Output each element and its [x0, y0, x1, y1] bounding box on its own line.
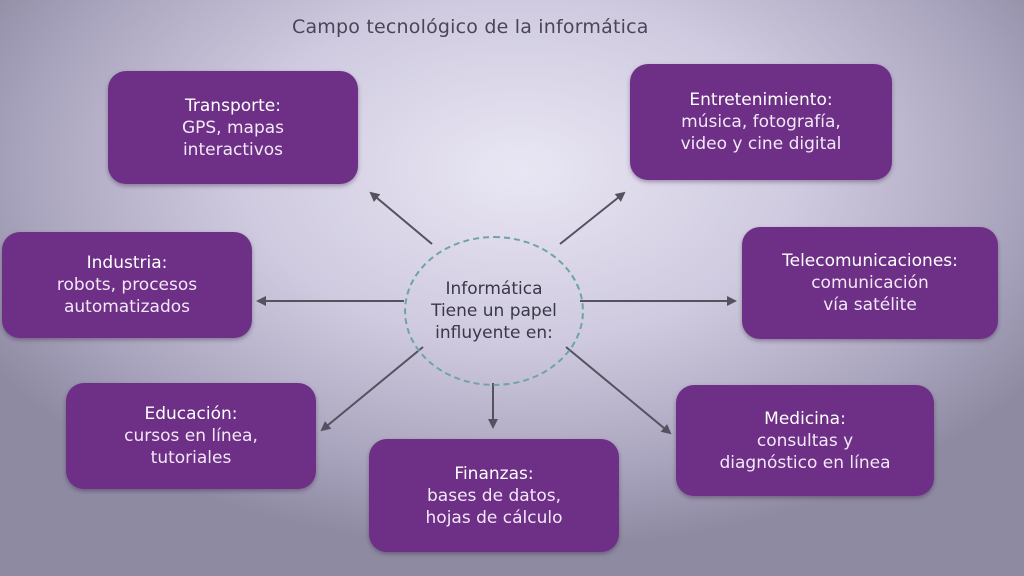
node-transporte-line1: GPS, mapas [181, 117, 285, 138]
node-educacion: Educación: cursos en línea, tutoriales [66, 383, 316, 489]
node-finanzas-heading: Finanzas: [454, 463, 534, 484]
arrow-to-medicina [565, 346, 672, 435]
node-telecomunicaciones-heading: Telecomunicaciones: [782, 251, 958, 271]
arrow-to-transporte [369, 191, 433, 245]
node-educacion-heading: Educación: [144, 404, 238, 424]
node-industria-heading: Industria: [86, 253, 168, 273]
node-entretenimiento-line2: video y cine digital [680, 134, 842, 154]
node-finanzas-line1: bases de datos, [427, 485, 561, 506]
center-heading: Informática [445, 279, 543, 299]
node-transporte-heading: Transporte: [185, 95, 281, 116]
node-telecomunicaciones-line1: comunicación [811, 273, 929, 293]
node-telecomunicaciones: Telecomunicaciones: comunicación vía sat… [742, 227, 998, 339]
center-node-informatica: Informática Tiene un papel influyente en… [404, 236, 584, 386]
node-educacion-line1: cursos en línea, [124, 426, 258, 446]
center-line2: influyente en: [435, 323, 553, 343]
node-entretenimiento: Entretenimiento: música, fotografía, vid… [630, 64, 892, 180]
node-finanzas: Finanzas: bases de datos, hojas de cálcu… [369, 439, 619, 552]
node-industria-line1: robots, procesos [56, 275, 198, 295]
node-transporte-line2: interactivos [182, 139, 284, 160]
node-medicina: Medicina: consultas y diagnóstico en lín… [676, 385, 934, 496]
node-entretenimiento-line1: música, fotografía, [681, 112, 841, 132]
node-finanzas-line2: hojas de cálculo [425, 507, 563, 528]
node-medicina-line2: diagnóstico en línea [719, 452, 891, 473]
node-medicina-line1: consultas y [756, 430, 854, 451]
diagram-title: Campo tecnológico de la informática [292, 16, 649, 38]
arrow-to-educacion [320, 346, 424, 432]
node-industria: Industria: robots, procesos automatizado… [2, 232, 252, 338]
node-industria-line2: automatizados [63, 297, 190, 317]
node-entretenimiento-heading: Entretenimiento: [689, 90, 833, 110]
arrow-to-entretenimiento [559, 191, 626, 245]
node-educacion-line2: tutoriales [150, 448, 232, 468]
node-transporte: Transporte: GPS, mapas interactivos [108, 71, 358, 184]
node-telecomunicaciones-line2: vía satélite [823, 295, 917, 315]
node-medicina-heading: Medicina: [764, 408, 846, 429]
center-line1: Tiene un papel [431, 301, 557, 321]
